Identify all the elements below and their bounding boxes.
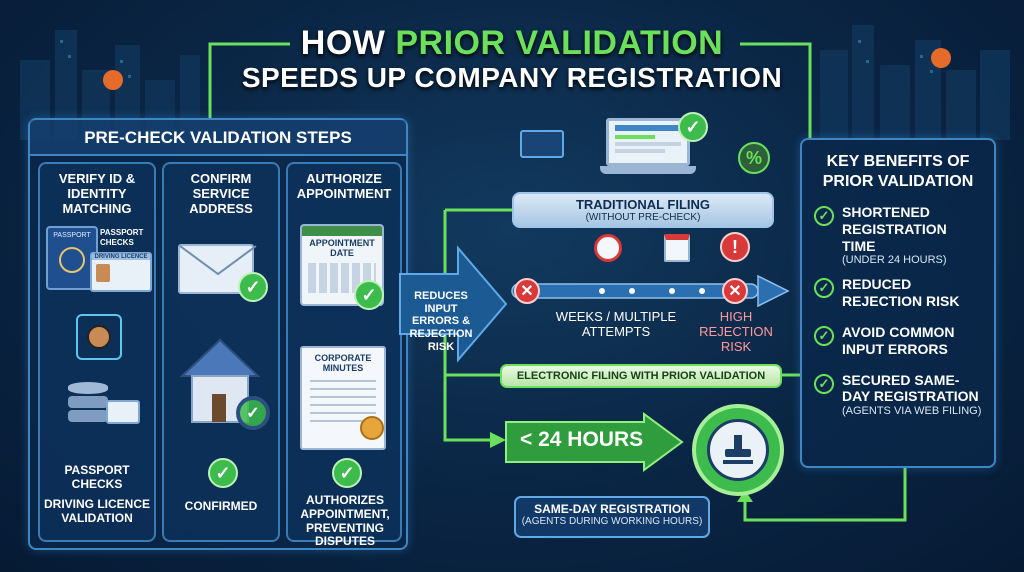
envelope-flap (179, 245, 257, 276)
electronic-filing-box: ELECTRONIC FILING WITH PRIOR VALIDATION (500, 364, 782, 388)
step-authorize-appointment: AUTHORIZE APPOINTMENT APPOINTMENT DATE ✓… (286, 162, 402, 548)
step-verify-id: VERIFY ID & IDENTITY MATCHING PASSPORT P… (38, 162, 156, 542)
passport-label: PASSPORT (53, 232, 91, 239)
step-verify-id-footer-1: PASSPORT CHECKS (64, 463, 130, 491)
step-verify-id-footer-2: DRIVING LICENCE VALIDATION (44, 497, 151, 525)
authorize-check-icon: ✓ (332, 458, 362, 488)
traditional-title: TRADITIONAL FILING (575, 197, 711, 212)
page-title-line2: SPEEDS UP COMPANY REGISTRATION (241, 62, 783, 93)
end-reject-icon: ✕ (722, 278, 748, 304)
benefit-item-4: ✓ SECURED SAME-DAY REGISTRATION (AGENTS … (814, 371, 982, 418)
same-day-box: SAME-DAY REGISTRATION (AGENTS DURING WOR… (514, 496, 710, 538)
benefit-check-icon: ✓ (814, 373, 834, 394)
licence-card-label: DRIVING LICENCE (92, 254, 150, 260)
pre-check-steps-panel: PRE-CHECK VALIDATION STEPS VERIFY ID & I… (28, 118, 408, 550)
calendar-label: APPOINTMENT DATE (309, 238, 375, 258)
start-reject-icon: ✕ (514, 278, 540, 304)
step-authorize-title: AUTHORIZE APPOINTMENT (296, 171, 392, 201)
confirmed-check-icon: ✓ (208, 458, 238, 488)
timeline-track (511, 274, 790, 308)
same-day-title: SAME-DAY REGISTRATION (534, 502, 690, 516)
passport-checks-label: PASSPORT CHECKS (100, 228, 144, 247)
benefit-text: REDUCED REJECTION RISK (842, 276, 960, 310)
step-verify-id-title: VERIFY ID & IDENTITY MATCHING (58, 171, 136, 216)
calendar-small-icon (664, 234, 690, 262)
steps-panel-heading: PRE-CHECK VALIDATION STEPS (30, 120, 406, 156)
traditional-sub: (WITHOUT PRE-CHECK) (585, 212, 701, 223)
calendar-check-icon: ✓ (354, 280, 384, 310)
step-confirm-address: CONFIRM SERVICE ADDRESS ✓ ✓ ✓ CONFIRMED (162, 162, 280, 542)
step-confirm-address-title: CONFIRM SERVICE ADDRESS (189, 171, 253, 216)
traditional-filing-box: TRADITIONAL FILING (WITHOUT PRE-CHECK) (512, 192, 774, 228)
approval-stamp-icon (692, 404, 784, 496)
reduce-errors-text: REDUCES INPUT ERRORS & REJECTION RISK (409, 290, 473, 353)
page-title-line1: HOW PRIOR VALIDATION (0, 24, 1024, 63)
benefit-check-icon: ✓ (814, 206, 834, 226)
code-window-icon (520, 130, 564, 158)
benefit-check-icon: ✓ (814, 325, 834, 346)
benefit-check-icon: ✓ (814, 278, 834, 299)
title-prefix: HOW (300, 24, 386, 62)
title-highlight: PRIOR VALIDATION (395, 24, 724, 62)
key-benefits-panel: KEY BENEFITS OF PRIOR VALIDATION ✓ SHORT… (800, 138, 996, 468)
globe-icon (59, 247, 85, 273)
warning-icon: ! (720, 232, 750, 262)
benefit-text: AVOID COMMON INPUT ERRORS (842, 323, 955, 357)
face-scan-icon (76, 314, 122, 360)
step-authorize-footer: AUTHORIZES APPOINTMENT, PREVENTING DISPU… (300, 493, 390, 549)
percent-symbol: % (745, 147, 762, 168)
licence-photo-icon (96, 264, 110, 282)
benefit-text: SECURED SAME-DAY REGISTRATION (842, 371, 979, 405)
magnifier-icon: ✓ (236, 396, 270, 430)
fast-label: < 24 HOURS (520, 428, 644, 451)
benefit-item-3: ✓ AVOID COMMON INPUT ERRORS (814, 324, 982, 358)
benefits-heading: KEY BENEFITS OF PRIOR VALIDATION (822, 153, 974, 190)
seal-icon (360, 416, 384, 440)
benefit-sub: (AGENTS via WEB FILING) (842, 405, 982, 418)
document-label: CORPORATE MINUTES (314, 353, 372, 373)
licence-card-icon: DRIVING LICENCE (90, 252, 152, 292)
benefit-text: SHORTENED REGISTRATION TIME (842, 204, 947, 254)
benefit-item-2: ✓ REDUCED REJECTION RISK (814, 276, 982, 310)
weeks-label: WEEKS / MULTIPLE ATTEMPTS (555, 309, 677, 339)
electronic-label: ELECTRONIC FILING WITH PRIOR VALIDATION (516, 370, 766, 382)
step-confirm-address-footer: CONFIRMED (184, 499, 258, 513)
laptop-icon (600, 118, 696, 176)
address-check-icon: ✓ (238, 272, 268, 302)
benefit-sub: (UNDER 24 HOURS) (842, 254, 947, 267)
clock-icon (594, 234, 622, 262)
id-card-icon (106, 400, 140, 424)
benefit-item-1: ✓ SHORTENED REGISTRATION TIME (UNDER 24 … (814, 204, 982, 266)
laptop-check-icon: ✓ (678, 112, 708, 142)
reduce-errors-arrow (399, 245, 508, 363)
envelope-icon (178, 244, 257, 294)
database-icon (68, 382, 108, 426)
high-risk-label: HIGH REJECTION RISK (699, 309, 773, 354)
percent-badge-icon: % (738, 142, 770, 174)
same-day-sub: (AGENTS DURING WORKING HOURS) (521, 516, 703, 527)
fast-arrow (505, 412, 684, 472)
